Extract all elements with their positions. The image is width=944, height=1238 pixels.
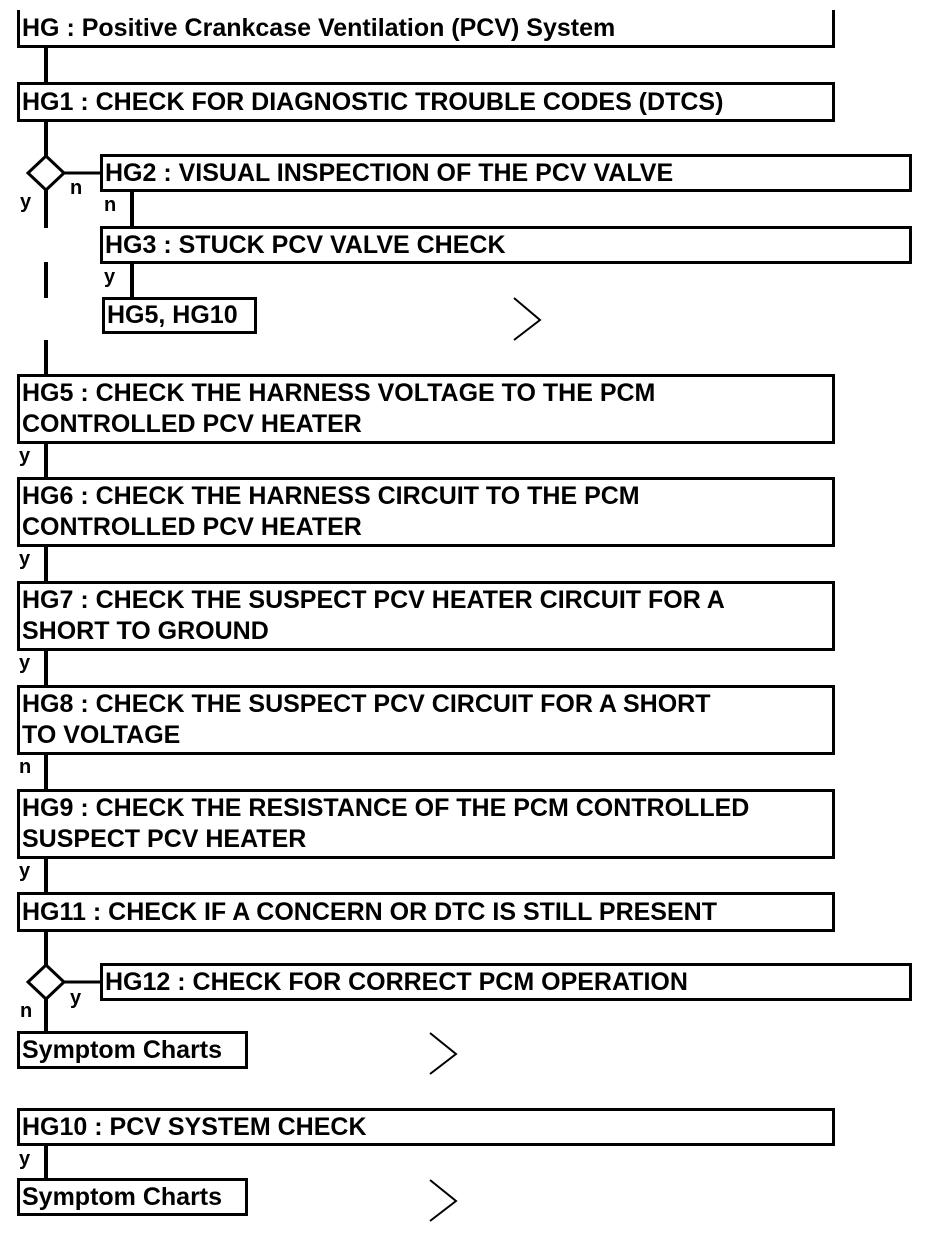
symptom-charts-1-label: Symptom Charts [22, 1036, 223, 1064]
decision-diamond-1 [25, 153, 67, 193]
continuation-chevron-1 [513, 297, 542, 341]
branch-label-d2-y: y [70, 987, 82, 1009]
step-hg10: HG10 : PCV SYSTEM CHECK [17, 1108, 835, 1146]
step-hg5-line1: HG5 : CHECK THE HARNESS VOLTAGE TO THE P… [22, 379, 656, 407]
branch-label-hg3-y: y [104, 266, 116, 288]
branch-label-hg9-y: y [19, 860, 31, 882]
branch-label-hg10-y: y [19, 1148, 31, 1170]
decision-diamond-2 [25, 962, 67, 1002]
branch-label-hg6-y: y [19, 548, 31, 570]
symptom-charts-1: Symptom Charts [17, 1031, 248, 1069]
step-hg8-line2: TO VOLTAGE [22, 721, 181, 749]
step-hg3: HG3 : STUCK PCV VALVE CHECK [100, 226, 912, 264]
step-hg7-line1: HG7 : CHECK THE SUSPECT PCV HEATER CIRCU… [22, 586, 725, 614]
step-hg2: HG2 : VISUAL INSPECTION OF THE PCV VALVE [100, 154, 912, 192]
branch-label-hg7-y: y [19, 652, 31, 674]
step-hg1-label: HG1 : CHECK FOR DIAGNOSTIC TROUBLE CODES… [22, 88, 724, 116]
continuation-chevron-2 [429, 1032, 458, 1075]
step-hg-label: HG : Positive Crankcase Ventilation (PCV… [22, 14, 616, 42]
step-hg1: HG1 : CHECK FOR DIAGNOSTIC TROUBLE CODES… [17, 82, 835, 122]
step-hg7-line2: SHORT TO GROUND [22, 617, 269, 645]
step-hg6-line2: CONTROLLED PCV HEATER [22, 513, 362, 541]
step-hg9: HG9 : CHECK THE RESISTANCE OF THE PCM CO… [17, 789, 835, 859]
step-hg2-label: HG2 : VISUAL INSPECTION OF THE PCV VALVE [105, 159, 674, 187]
symptom-charts-2-label: Symptom Charts [22, 1183, 223, 1211]
symptom-charts-2: Symptom Charts [17, 1178, 248, 1216]
step-hg7: HG7 : CHECK THE SUSPECT PCV HEATER CIRCU… [17, 581, 835, 651]
step-hg9-line1: HG9 : CHECK THE RESISTANCE OF THE PCM CO… [22, 794, 750, 822]
branch-label-hg8-n: n [19, 756, 32, 778]
step-hg9-line2: SUSPECT PCV HEATER [22, 825, 307, 853]
step-hg5-hg10-label: HG5, HG10 [107, 301, 238, 329]
continuation-chevron-3 [429, 1179, 458, 1222]
step-hg12: HG12 : CHECK FOR CORRECT PCM OPERATION [100, 963, 912, 1001]
step-hg8: HG8 : CHECK THE SUSPECT PCV CIRCUIT FOR … [17, 685, 835, 755]
step-hg: HG : Positive Crankcase Ventilation (PCV… [17, 10, 835, 48]
step-hg12-label: HG12 : CHECK FOR CORRECT PCM OPERATION [105, 968, 688, 996]
step-hg6-line1: HG6 : CHECK THE HARNESS CIRCUIT TO THE P… [22, 482, 640, 510]
step-hg11: HG11 : CHECK IF A CONCERN OR DTC IS STIL… [17, 892, 835, 932]
step-hg3-label: HG3 : STUCK PCV VALVE CHECK [105, 231, 506, 259]
step-hg5: HG5 : CHECK THE HARNESS VOLTAGE TO THE P… [17, 374, 835, 444]
branch-label-d1-n: n [70, 177, 83, 199]
branch-label-d1-y: y [20, 191, 32, 213]
step-hg10-label: HG10 : PCV SYSTEM CHECK [22, 1113, 367, 1141]
branch-label-hg5-y: y [19, 445, 31, 467]
step-hg6: HG6 : CHECK THE HARNESS CIRCUIT TO THE P… [17, 477, 835, 547]
step-hg5-line2: CONTROLLED PCV HEATER [22, 410, 362, 438]
branch-label-hg2-n: n [104, 194, 117, 216]
step-hg11-label: HG11 : CHECK IF A CONCERN OR DTC IS STIL… [22, 898, 717, 926]
step-hg5-hg10: HG5, HG10 [102, 297, 257, 334]
branch-label-d2-n: n [20, 1000, 33, 1022]
step-hg8-line1: HG8 : CHECK THE SUSPECT PCV CIRCUIT FOR … [22, 690, 711, 718]
